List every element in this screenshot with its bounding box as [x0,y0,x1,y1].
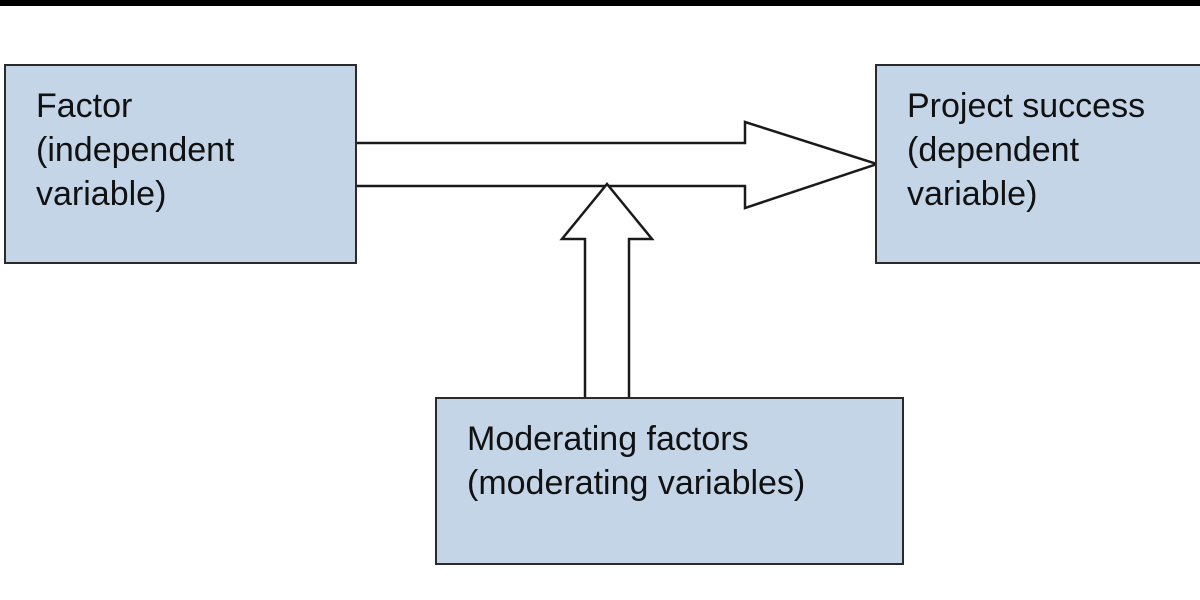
project-success-node-subtitle-2: variable) [907,175,1038,213]
moderating-factors-node-subtitle: (moderating variables) [467,464,806,502]
factor-node-title: Factor [36,87,133,125]
project-success-node: Project success (dependent variable) [875,64,1200,264]
factor-node: Factor (independent variable) [4,64,357,264]
moderating-factors-node-title: Moderating factors [467,420,749,458]
top-border-bar [0,0,1200,6]
factor-node-subtitle-1: (independent [36,131,235,169]
factor-node-subtitle-2: variable) [36,175,167,213]
project-success-node-subtitle-1: (dependent [907,131,1080,169]
moderating-factors-node: Moderating factors (moderating variables… [435,397,904,565]
project-success-node-title: Project success [907,87,1146,125]
moderating-to-arrow-arrow [559,182,655,397]
